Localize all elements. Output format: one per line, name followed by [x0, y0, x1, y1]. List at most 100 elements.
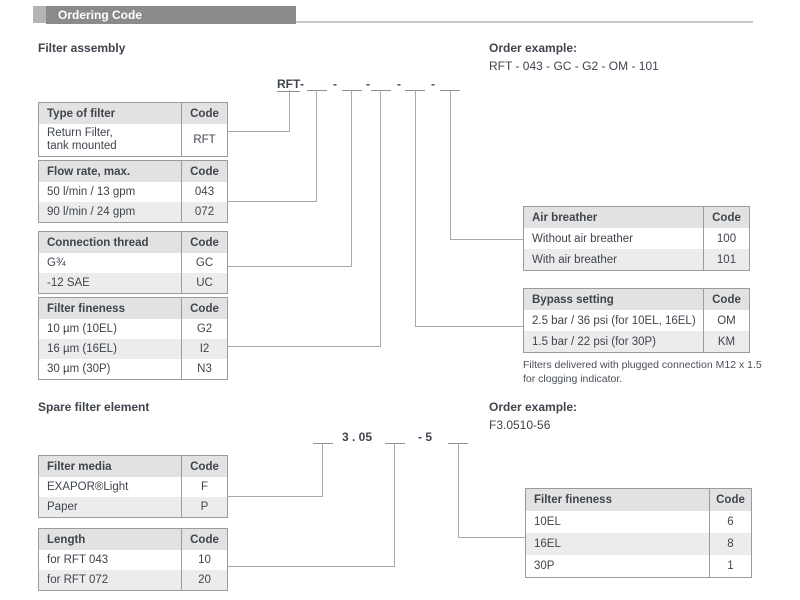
row-code: GC — [181, 253, 227, 273]
table-row: 2.5 bar / 36 psi (for 10EL, 16EL) OM — [524, 310, 749, 331]
connector-flow-rate — [228, 90, 317, 202]
row-label: Paper — [47, 501, 78, 513]
row-code: RFT — [181, 124, 227, 156]
row-code: KM — [703, 331, 749, 352]
row-label: 90 l/min / 24 gpm — [47, 206, 136, 218]
column-header-code: Code — [181, 232, 227, 253]
table-header-row: Filter fineness Code — [526, 489, 751, 511]
connector-spare-fineness — [458, 443, 525, 538]
table-flow-rate: Flow rate, max. Code 50 l/min / 13 gpm 0… — [38, 160, 228, 223]
column-header: Bypass setting — [532, 293, 614, 306]
table-row: 1.5 bar / 22 psi (for 30P) KM — [524, 331, 749, 352]
code-separator-2: - — [333, 77, 337, 91]
column-header: Filter fineness — [534, 494, 612, 506]
table-row: Without air breather 100 — [524, 228, 749, 249]
spare-code-part-2: - 5 — [418, 430, 433, 444]
column-header-code: Code — [181, 103, 227, 124]
row-label: 30 µm (30P) — [47, 363, 111, 375]
table-header-row: Length Code — [39, 529, 227, 550]
table-row: EXAPOR®Light F — [39, 477, 227, 497]
table-header-row: Type of filter Code — [39, 103, 227, 124]
connector-filter-media — [228, 443, 323, 497]
connector-connection-thread — [228, 90, 352, 267]
spare-code-blank-1 — [313, 431, 333, 444]
order-example-value-bottom: F3.0510-56 — [489, 418, 551, 432]
spare-code-blank-2 — [385, 431, 405, 444]
table-header-row: Filter fineness Code — [39, 298, 227, 319]
order-example-label-bottom: Order example: — [489, 400, 578, 414]
column-header-code: Code — [703, 207, 749, 228]
table-row: 16 µm (16EL) I2 — [39, 339, 227, 359]
column-header: Type of filter — [47, 107, 116, 120]
table-spare-filter-fineness: Filter fineness Code 10EL 6 16EL 8 30P 1 — [525, 488, 752, 578]
row-label: 50 l/min / 13 gpm — [47, 186, 136, 198]
row-label: -12 SAE — [47, 277, 90, 289]
code-separator-4: - — [397, 77, 401, 91]
connector-type-of-filter — [228, 90, 290, 132]
row-code: 101 — [703, 249, 749, 270]
connector-bypass-setting — [415, 90, 523, 327]
row-label: EXAPOR®Light — [47, 481, 129, 493]
row-code: P — [181, 497, 227, 517]
row-label: Without air breather — [532, 232, 633, 245]
table-row: 10EL 6 — [526, 511, 751, 533]
table-row: for RFT 043 10 — [39, 550, 227, 570]
table-connection-thread: Connection thread Code G¾ GC -12 SAE UC — [38, 231, 228, 294]
row-label: 1.5 bar / 22 psi (for 30P) — [532, 335, 657, 348]
row-code: N3 — [181, 359, 227, 379]
column-header: Connection thread — [47, 236, 149, 249]
code-separator-1: - — [300, 77, 304, 91]
page-title: Ordering Code — [46, 6, 296, 24]
column-header-code: Code — [181, 456, 227, 477]
table-row: 50 l/min / 13 gpm 043 — [39, 182, 227, 202]
table-row: 90 l/min / 24 gpm 072 — [39, 202, 227, 222]
code-blank-3 — [371, 78, 391, 91]
table-air-breather: Air breather Code Without air breather 1… — [523, 206, 750, 271]
table-header-row: Bypass setting Code — [524, 289, 749, 310]
column-header: Flow rate, max. — [47, 165, 131, 178]
row-code: G2 — [181, 319, 227, 339]
clogging-indicator-note: Filters delivered with plugged connectio… — [523, 359, 762, 385]
table-bypass-setting: Bypass setting Code 2.5 bar / 36 psi (fo… — [523, 288, 750, 353]
code-separator-5: - — [431, 77, 435, 91]
section-title-spare-filter: Spare filter element — [38, 400, 150, 414]
row-label: 30P — [534, 560, 555, 572]
column-header-code: Code — [181, 161, 227, 182]
table-type-of-filter: Type of filter Code Return Filter, tank … — [38, 102, 228, 157]
order-example-value-top: RFT - 043 - GC - G2 - OM - 101 — [489, 59, 659, 73]
column-header-code: Code — [181, 298, 227, 319]
table-filter-media: Filter media Code EXAPOR®Light F Paper P — [38, 455, 228, 518]
code-prefix: RFT — [277, 77, 301, 92]
row-code: 043 — [181, 182, 227, 202]
table-row: G¾ GC — [39, 253, 227, 273]
column-header: Filter media — [47, 460, 112, 473]
table-header-row: Air breather Code — [524, 207, 749, 228]
table-header-row: Filter media Code — [39, 456, 227, 477]
row-code: OM — [703, 310, 749, 331]
code-blank-1 — [307, 78, 327, 91]
table-row: 16EL 8 — [526, 533, 751, 555]
table-row: With air breather 101 — [524, 249, 749, 270]
spare-code-part-1: 3 . 05 — [342, 430, 373, 444]
table-row: 10 µm (10EL) G2 — [39, 319, 227, 339]
table-row: 30P 1 — [526, 555, 751, 577]
column-header: Filter fineness — [47, 302, 125, 315]
header-accent-square — [33, 6, 46, 23]
column-header-code: Code — [181, 529, 227, 550]
row-label: 16EL — [534, 538, 561, 550]
row-label: With air breather — [532, 253, 618, 266]
row-code: I2 — [181, 339, 227, 359]
code-separator-3: - — [366, 77, 370, 91]
row-code: 10 — [181, 550, 227, 570]
column-header-code: Code — [703, 289, 749, 310]
table-row: 30 µm (30P) N3 — [39, 359, 227, 379]
row-label: 10EL — [534, 516, 561, 528]
header-rule — [296, 21, 753, 23]
table-header-row: Flow rate, max. Code — [39, 161, 227, 182]
table-row: Return Filter, tank mounted RFT — [39, 124, 227, 156]
table-row: -12 SAE UC — [39, 273, 227, 293]
table-row: Paper P — [39, 497, 227, 517]
row-code: 20 — [181, 570, 227, 590]
row-label: G¾ — [47, 257, 66, 269]
